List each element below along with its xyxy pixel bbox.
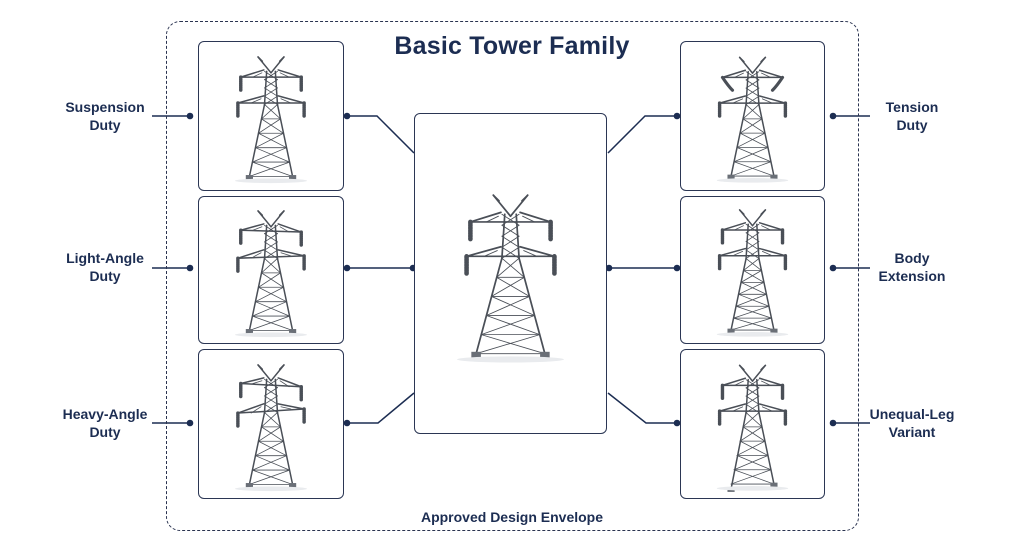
diagram-title: Basic Tower Family [394,32,630,60]
label-line: Unequal-Leg [869,406,955,422]
card-tension-duty [680,41,825,191]
basic-tower-icon [457,194,564,363]
label-line: Duty [89,424,121,440]
link-center-tension [607,112,681,154]
label-line: Heavy-Angle [62,406,148,422]
tension-tower-icon [716,56,789,183]
label-body-extension: Body Extension [852,249,972,285]
connector-suspension [152,112,194,120]
label-line: Body [894,250,930,266]
card-basic-tower [414,113,607,434]
label-line: Duty [896,117,928,133]
suspension-tower-icon [235,56,307,184]
link-center-unequal-leg [607,392,681,427]
link-center-body-extension [605,264,681,272]
link-center-heavy-angle [343,392,415,427]
label-light-angle-duty: Light-Angle Duty [45,249,165,285]
label-unequal-leg-variant: Unequal-Leg Variant [852,405,972,441]
label-suspension-duty: Suspension Duty [45,98,165,134]
connector-light-angle [152,264,194,272]
link-center-suspension [343,112,415,154]
card-body-extension [680,196,825,344]
connector-tension [829,112,870,120]
light-angle-tower-icon [235,210,307,338]
card-light-angle-duty [198,196,344,344]
label-line: Duty [89,117,121,133]
card-unequal-leg-variant [680,349,825,499]
label-tension-duty: Tension Duty [852,98,972,134]
unequal-leg-tower-icon [716,364,789,492]
card-heavy-angle-duty [198,349,344,499]
label-line: Light-Angle [66,250,144,266]
body-extension-tower-icon [716,209,789,337]
label-line: Tension [885,99,939,115]
label-heavy-angle-duty: Heavy-Angle Duty [45,405,165,441]
label-line: Extension [878,268,946,284]
label-line: Duty [89,268,121,284]
design-envelope-border [166,21,859,531]
envelope-caption: Approved Design Envelope [420,509,604,525]
connector-heavy-angle [152,419,194,427]
connector-body-extension [829,264,870,272]
label-line: Variant [888,424,936,440]
card-suspension-duty [198,41,344,191]
label-line: Suspension [65,99,145,115]
heavy-angle-tower-icon [235,364,307,492]
connector-unequal-leg [829,419,870,427]
